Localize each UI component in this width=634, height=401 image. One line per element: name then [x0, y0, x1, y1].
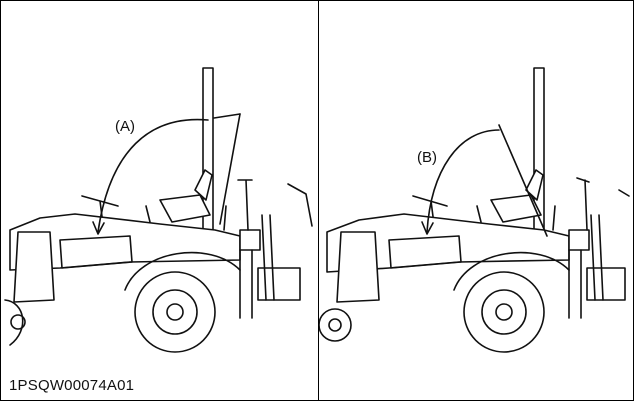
- folded-rops-line: [498, 124, 548, 237]
- fold-angle-arc: [97, 118, 209, 233]
- tractor-illustration-a: (A): [4, 67, 313, 353]
- front-tire: [4, 299, 24, 346]
- rear-fender: [453, 251, 570, 291]
- part-code: 1PSQW00074A01: [9, 377, 135, 394]
- panel-b: (B): [319, 0, 634, 401]
- fold-angle-arc: [426, 129, 500, 233]
- panel-a: (A): [4, 67, 313, 353]
- front-tire: [319, 308, 352, 342]
- rear-tire: [134, 271, 216, 353]
- rear-tire: [463, 271, 545, 353]
- panel-divider: [318, 0, 319, 401]
- tractor-illustration-b: (B): [319, 67, 630, 353]
- angle-label-a: (A): [115, 118, 135, 135]
- angle-label-b: (B): [417, 149, 437, 166]
- seat: [159, 194, 211, 223]
- rear-fender: [124, 251, 241, 291]
- seat: [490, 194, 542, 223]
- folded-rops-line: [219, 113, 241, 225]
